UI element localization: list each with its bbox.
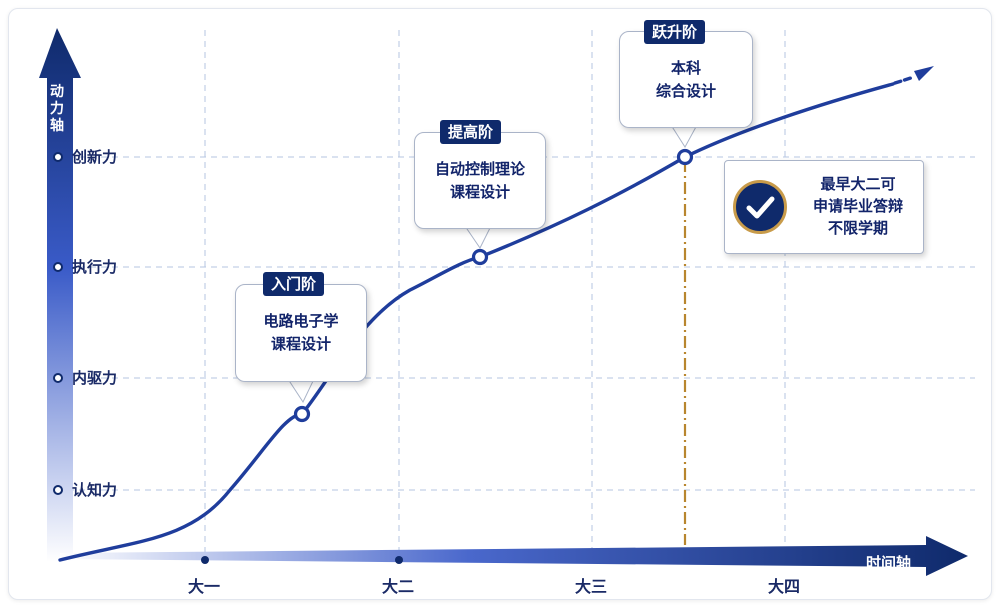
y-level-label-1: 认知力 (72, 481, 118, 499)
milestone-nodes (293, 148, 694, 423)
x-tick-label-2: 大二 (382, 577, 415, 596)
stage-3-line-2: 综合设计 (655, 81, 716, 100)
x-tick-dot-1 (201, 556, 209, 564)
x-tick-label-4: 大四 (768, 577, 801, 596)
x-axis-title: 时间轴 (866, 554, 912, 572)
pointer-1 (287, 378, 315, 404)
y-level-label-4: 创新力 (72, 148, 118, 166)
milestone-node-1 (293, 405, 311, 423)
grid (68, 30, 975, 558)
y-marker-2 (53, 373, 63, 383)
x-tick-label-1: 大一 (188, 577, 221, 596)
y-axis-arrow (39, 28, 81, 562)
stage-1-line-1: 电路电子学 (263, 312, 339, 330)
callout-pointers (287, 124, 698, 404)
stage-2-line-2: 课程设计 (449, 182, 510, 201)
note-line-3: 不限学期 (827, 219, 888, 237)
pointer-2 (464, 225, 492, 249)
y-axis-title: 动力轴 (50, 84, 64, 134)
stage-card-1: 电路电子学 课程设计 (235, 284, 367, 382)
note-text: 最早大二可 申请毕业答辩 不限学期 (797, 173, 919, 239)
growth-curve (58, 82, 895, 562)
stage-2-line-1: 自动控制理论 (434, 159, 525, 178)
milestone-node-3 (676, 148, 694, 166)
y-level-label-3: 执行力 (72, 258, 118, 276)
y-level-label-2: 内驱力 (72, 369, 118, 387)
x-axis-arrow (60, 536, 968, 576)
graduation-note: 最早大二可 申请毕业答辩 不限学期 (724, 160, 924, 254)
stage-card-3: 本科 综合设计 (619, 31, 753, 128)
stage-1-line-2: 课程设计 (270, 335, 331, 353)
x-tick-dots (201, 556, 403, 564)
curve-tail-dash (893, 75, 916, 85)
y-level-markers (53, 152, 63, 495)
diagram-frame (8, 8, 992, 600)
x-tick-label-3: 大三 (575, 577, 608, 596)
pointer-3 (670, 124, 698, 148)
milestone-node-2 (471, 248, 489, 266)
y-marker-1 (53, 485, 63, 495)
stage-tag-3: 跃升阶 (644, 20, 706, 44)
stage-3-line-1: 本科 (670, 58, 701, 77)
note-line-1: 最早大二可 (820, 175, 896, 193)
check-icon (746, 196, 775, 219)
stage-card-2: 自动控制理论 课程设计 (414, 132, 546, 229)
x-tick-dot-2 (395, 556, 403, 564)
check-badge (733, 180, 787, 234)
stage-tag-1: 入门阶 (263, 272, 325, 296)
stage-tag-2: 提高阶 (440, 120, 502, 144)
y-marker-4 (53, 152, 63, 162)
curve-arrow-head (914, 66, 934, 81)
y-marker-3 (53, 262, 63, 272)
note-line-2: 申请毕业答辩 (812, 197, 903, 215)
